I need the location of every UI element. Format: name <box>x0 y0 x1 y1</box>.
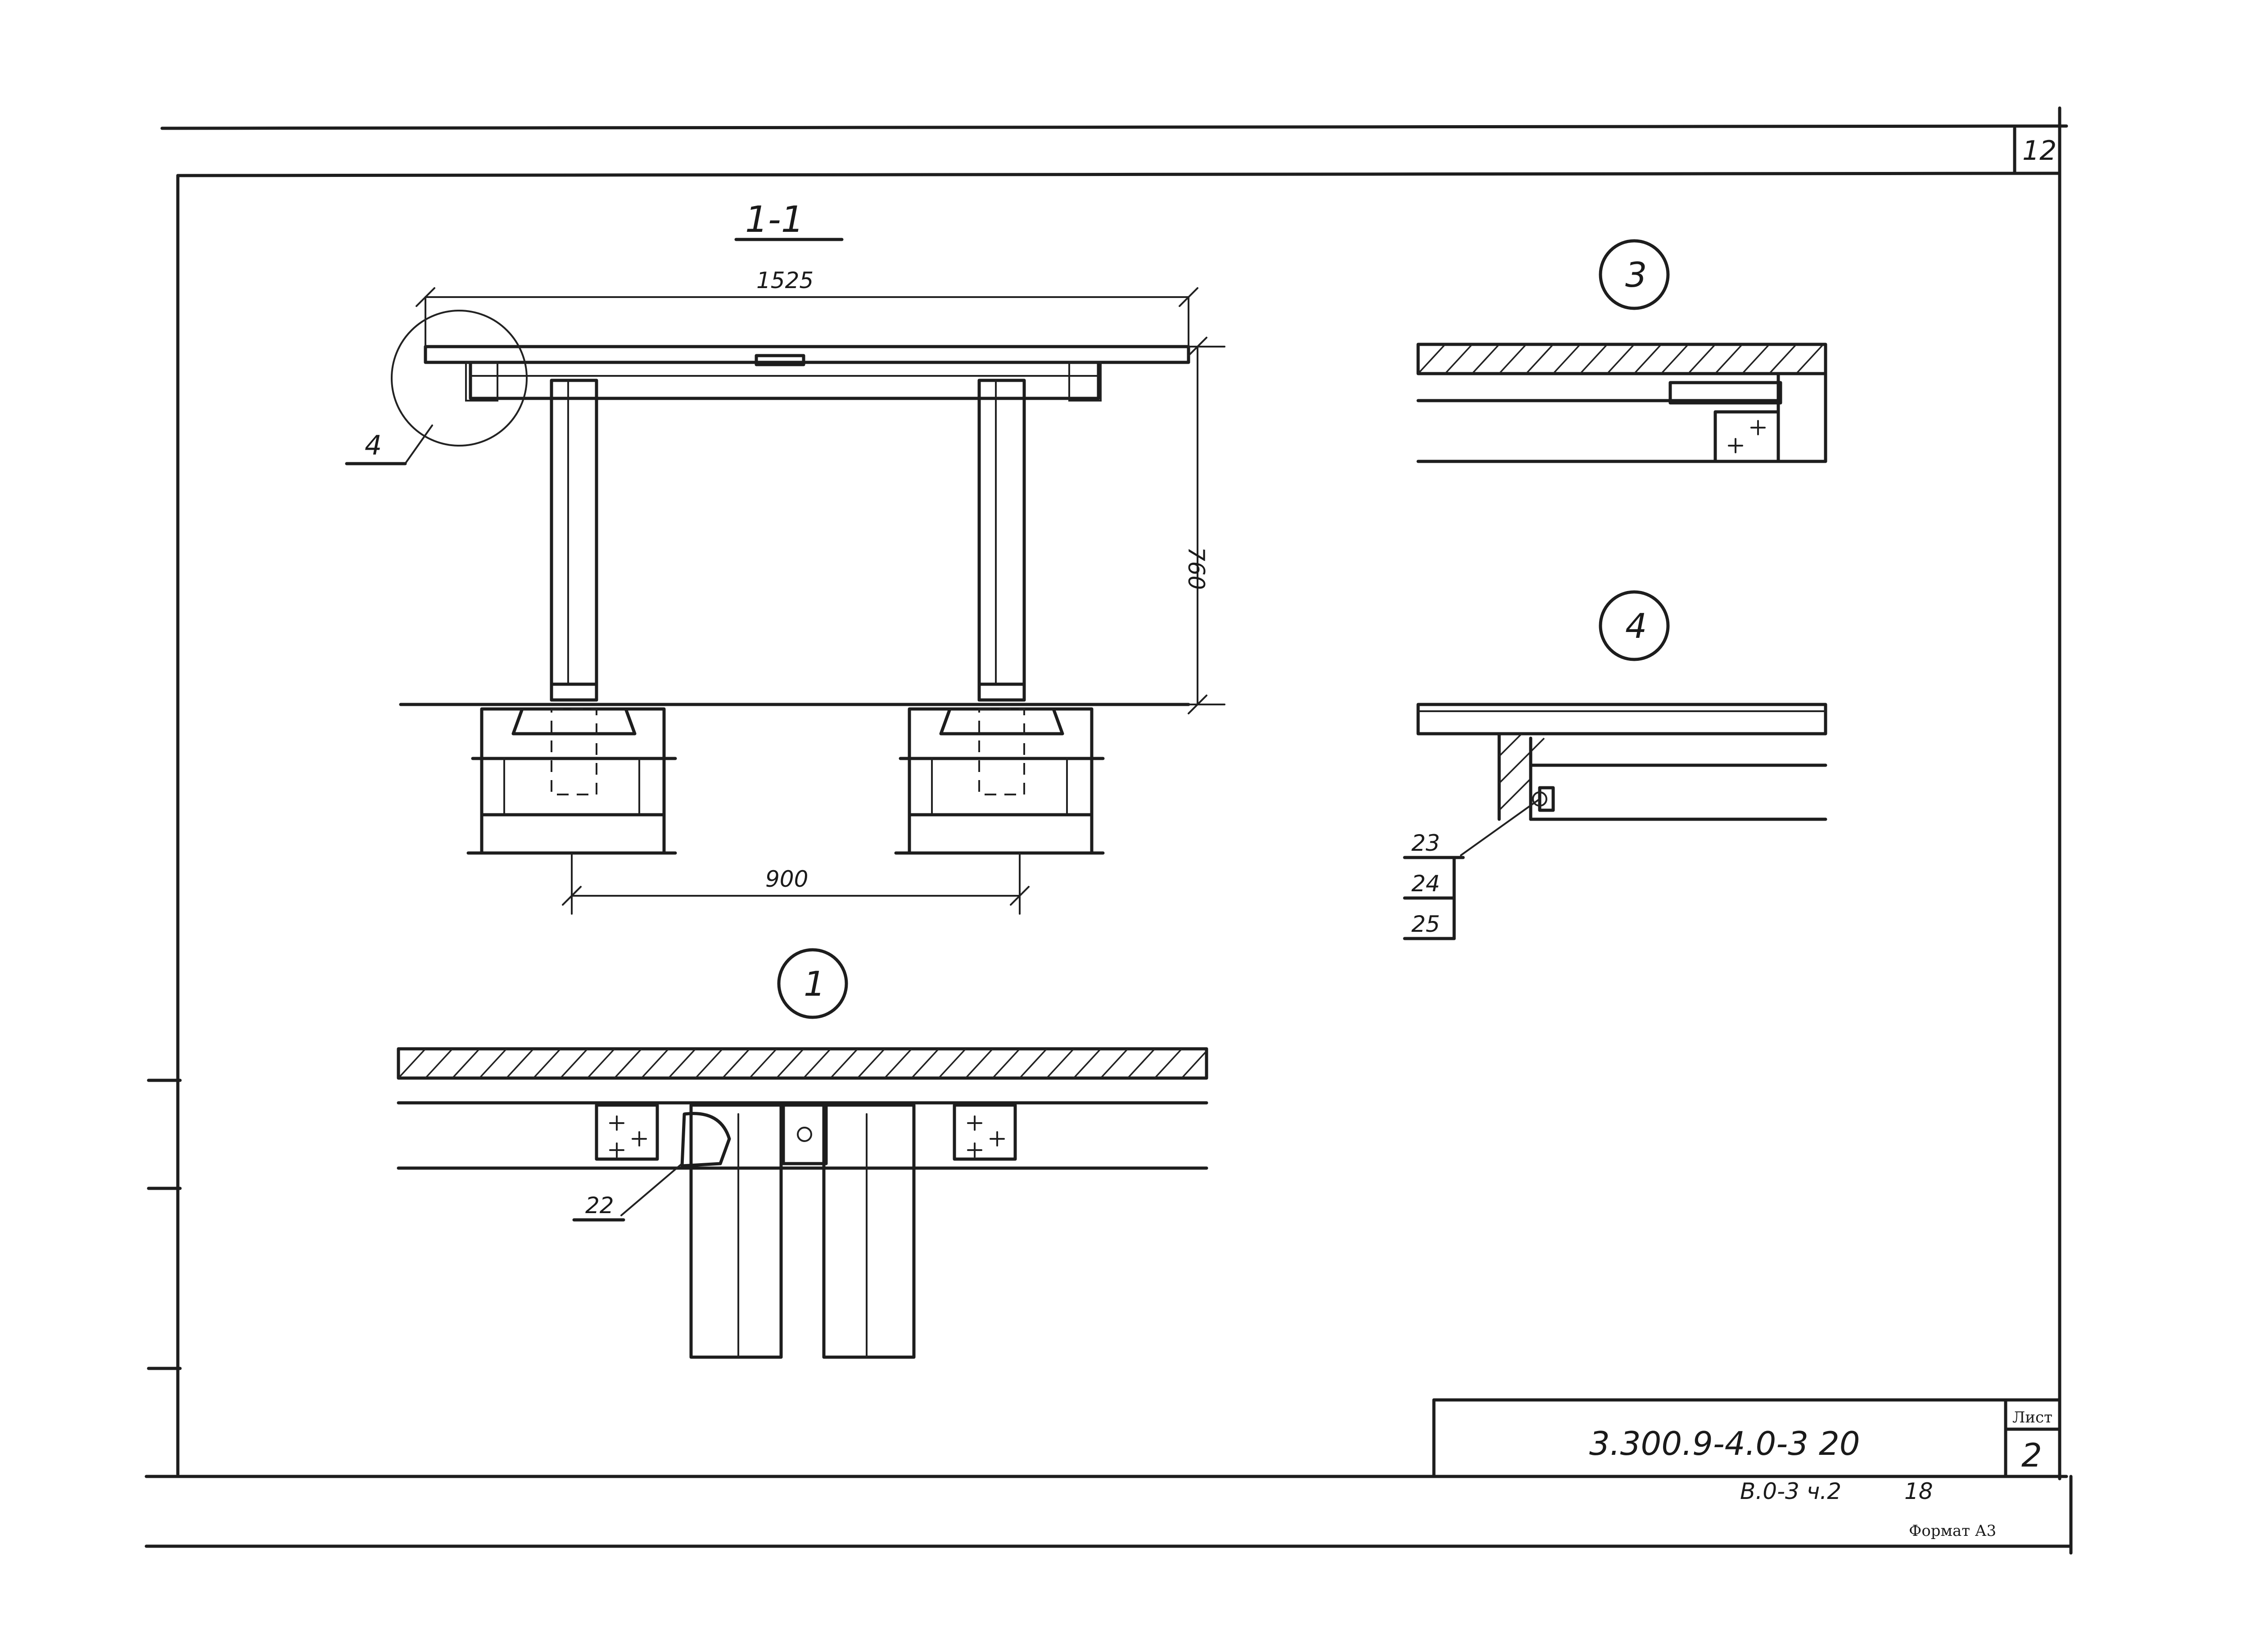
document-code: 3.300.9-4.0-3 20 <box>1589 1425 1860 1462</box>
leader-25-label: 25 <box>1411 911 1440 937</box>
callout-ref-4: 4 <box>365 430 382 461</box>
sheet-frame <box>145 106 2073 1555</box>
leader-22-label: 22 <box>585 1192 614 1219</box>
dim-spacing-label: 900 <box>765 866 808 892</box>
detail-1-view <box>397 948 1208 1359</box>
dim-height-label: 760 <box>1183 547 1209 590</box>
section-1-1-view <box>345 238 1225 915</box>
sheet-label: Лист <box>2012 1408 2052 1426</box>
corner-number: 12 <box>2022 135 2057 167</box>
format-label: Формат А3 <box>1909 1522 1996 1540</box>
page-number: 18 <box>1904 1478 1933 1504</box>
leader-23-label: 23 <box>1411 830 1440 856</box>
sheet-number: 2 <box>2021 1436 2042 1474</box>
album-ref: В.0-3 ч.2 <box>1740 1478 1841 1504</box>
detail-4-bubble: 4 <box>1625 606 1647 646</box>
detail-3-bubble: 3 <box>1625 255 1647 295</box>
detail-3-view <box>1416 239 1827 463</box>
dim-width-label: 1525 <box>756 267 814 293</box>
detail-1-bubble: 1 <box>804 964 825 1004</box>
detail-4-view <box>1403 590 1827 940</box>
section-title: 1-1 <box>745 199 804 240</box>
title-block <box>1432 1398 2061 1478</box>
leader-24-label: 24 <box>1411 871 1440 897</box>
